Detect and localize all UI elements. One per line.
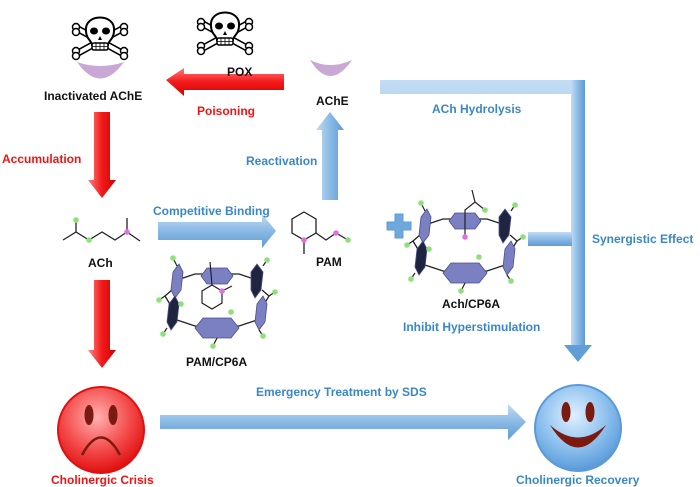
plus-icon: [386, 213, 412, 239]
pox-label: POX: [227, 65, 253, 79]
competitive-binding-label: Competitive Binding: [153, 204, 270, 218]
pam-label: PAM: [316, 255, 342, 269]
happy-face-icon: [534, 384, 622, 472]
pam-molecule: [291, 211, 351, 254]
reactivation-label: Reactivation: [246, 154, 318, 168]
sad-face-icon: [57, 386, 145, 474]
poisoning-arrow: [166, 68, 284, 96]
ache-label: AChE: [316, 94, 349, 108]
skull-icon-pox: [198, 13, 253, 55]
ach-cp6a-complex: [403, 189, 527, 295]
cholinergic-crisis-label: Cholinergic Crisis: [51, 473, 154, 487]
cholinergic-recovery-label: Cholinergic Recovery: [516, 473, 640, 487]
ach-molecule: [62, 217, 141, 243]
enzyme-ache: [310, 60, 352, 76]
inhibit-hyperstimulation-label: Inhibit Hyperstimulation: [403, 320, 541, 334]
skull-icon-inactivated: [73, 18, 128, 60]
inactivated-ache-label: Inactivated AChE: [44, 89, 143, 103]
ach-hydrolysis-arrow: [380, 80, 592, 362]
competitive-binding-arrow: [158, 214, 276, 248]
accumulation-arrow: [88, 112, 116, 198]
enzyme-inactivated-ache: [77, 62, 124, 79]
emergency-treatment-label: Emergency Treatment by SDS: [256, 385, 427, 399]
ach-label: ACh: [88, 256, 113, 270]
reactivation-arrow: [316, 112, 344, 200]
accumulation-label: Accumulation: [2, 152, 82, 166]
synergistic-effect-label: Synergistic Effect: [592, 232, 694, 246]
pam-cp6a-complex: [155, 254, 279, 350]
poisoning-label: Poisoning: [197, 104, 255, 118]
synergistic-connector: [528, 232, 572, 246]
ach-hydrolysis-label: ACh Hydrolysis: [432, 102, 522, 116]
crisis-arrow: [88, 280, 116, 368]
pam-cp6a-label: PAM/CP6A: [186, 355, 248, 369]
emergency-treatment-arrow: [160, 404, 526, 440]
ach-cp6a-label: Ach/CP6A: [442, 297, 501, 311]
